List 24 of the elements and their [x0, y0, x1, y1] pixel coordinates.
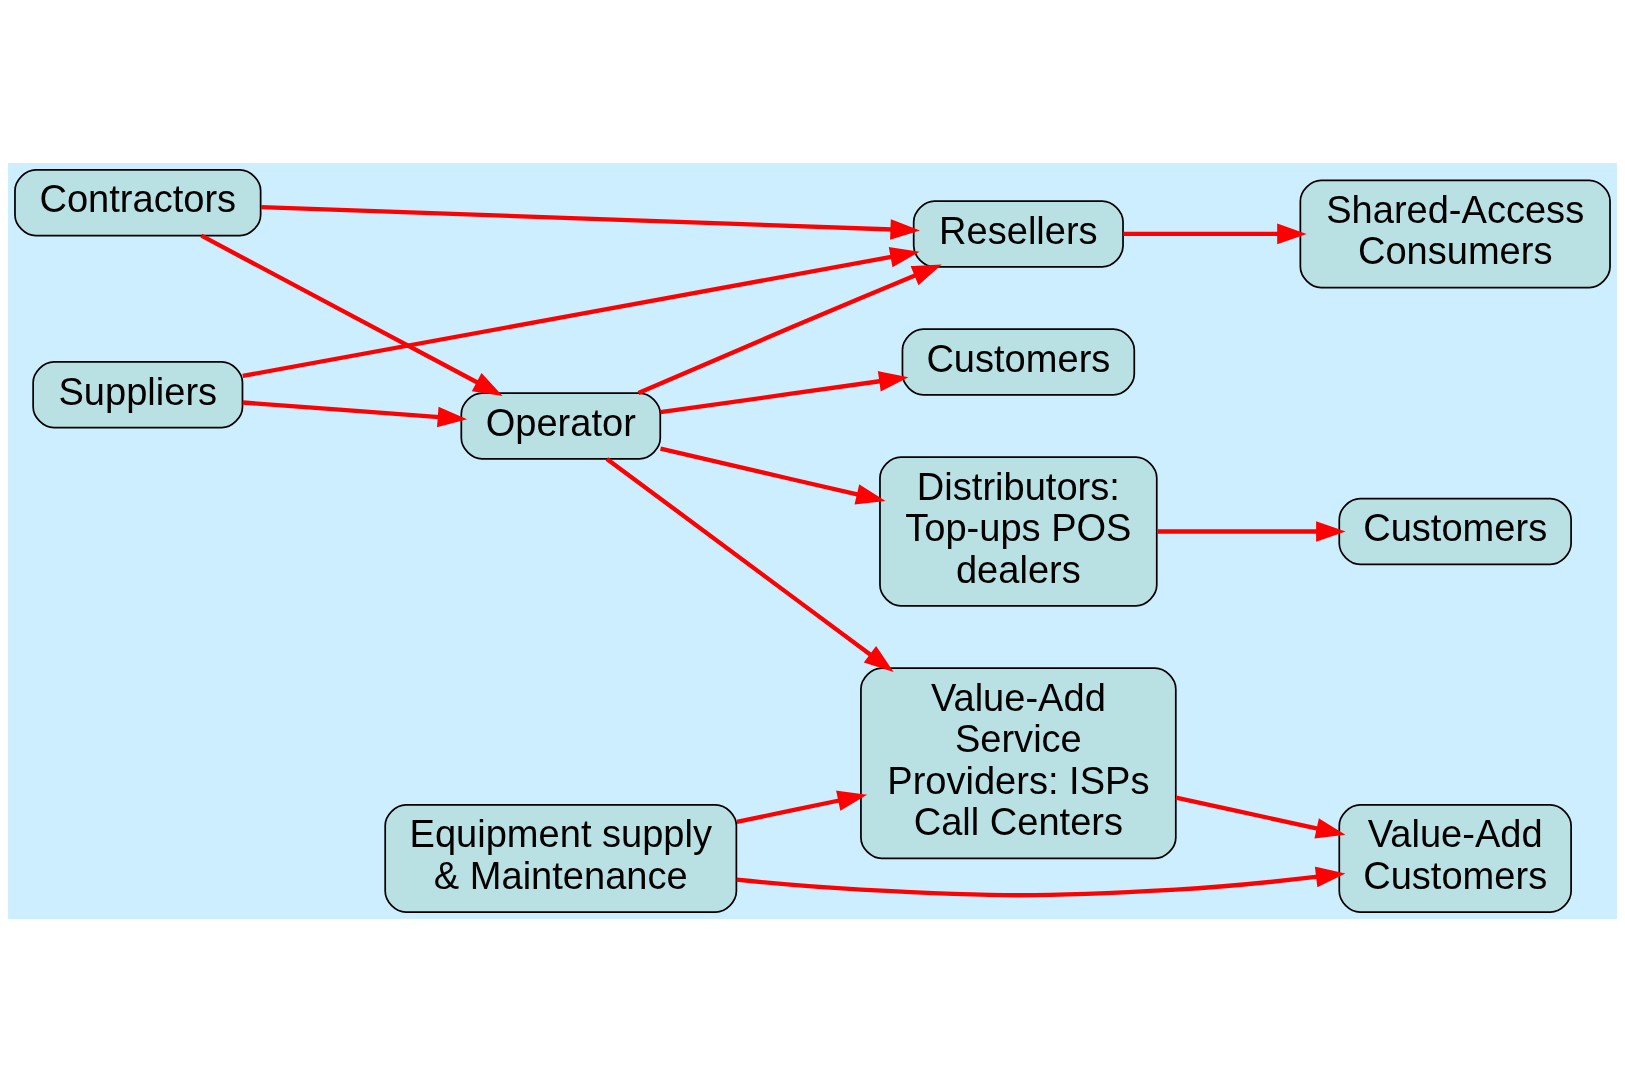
node-box: Resellers	[912, 199, 1124, 268]
arrow	[1175, 794, 1346, 838]
node-box: Value-Add Customers	[1338, 803, 1572, 913]
arrow	[660, 370, 909, 414]
node-box: Shared-Access Consumers	[1299, 178, 1611, 288]
arrow	[605, 456, 894, 672]
node-box: Equipment supply & Maintenance	[384, 803, 738, 913]
arrow	[736, 790, 868, 824]
arrow	[260, 204, 920, 240]
arrow	[1123, 223, 1307, 244]
node-box: Contractors	[14, 168, 262, 237]
node-box: Customers	[1338, 497, 1572, 565]
arrow	[736, 866, 1346, 897]
arrow	[1157, 520, 1346, 542]
arrow	[242, 399, 468, 427]
node-box: Operator	[460, 391, 662, 460]
node-box: Suppliers	[32, 360, 244, 429]
arrow	[200, 233, 503, 396]
node-box: Value-Add Service Providers: ISPs Call Centers	[860, 666, 1177, 859]
arrow	[242, 246, 920, 378]
arrow	[660, 446, 886, 504]
node-box: Distributors: Top-ups POS dealers	[879, 455, 1158, 607]
node-box: Customers	[901, 327, 1136, 396]
arrow	[637, 263, 942, 395]
